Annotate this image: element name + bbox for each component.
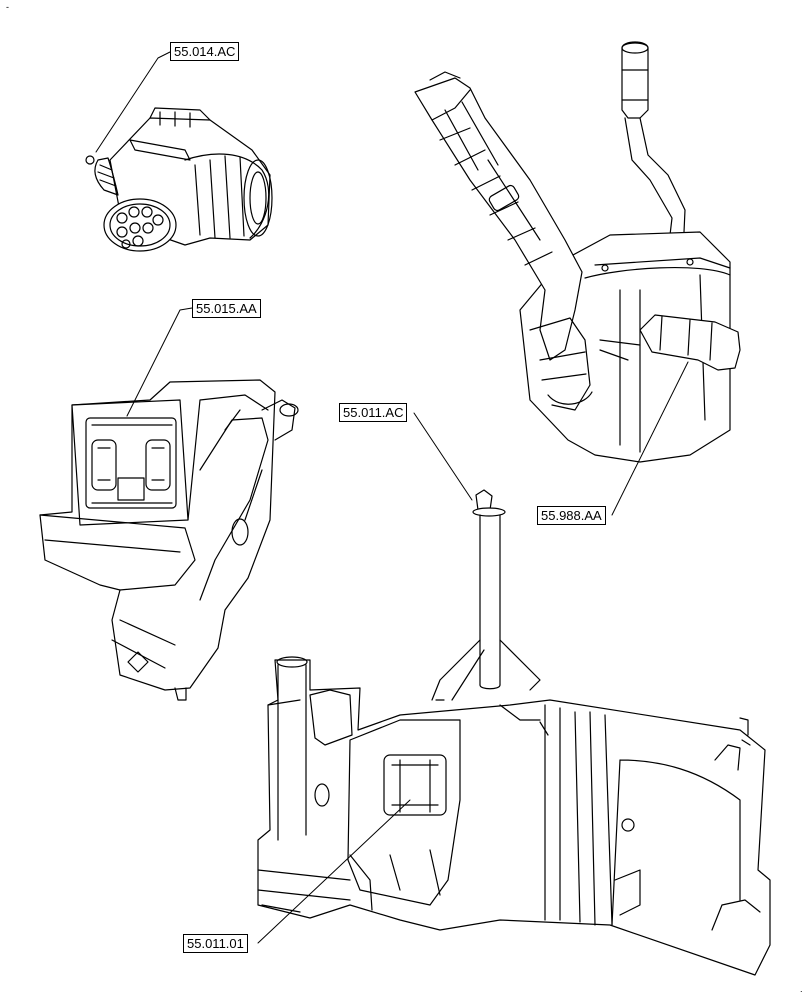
callout-55-011-01[interactable]: 55.011.01 — [183, 934, 248, 953]
leader-lines — [95, 51, 689, 944]
callout-55-011-ac[interactable]: 55.011.AC — [339, 403, 408, 422]
air-filter-assembly — [85, 107, 273, 252]
fuel-tank — [257, 656, 771, 976]
callout-55-988-aa[interactable]: 55.988.AA — [537, 506, 606, 525]
corner-mark-bottom-right: . — [800, 984, 803, 994]
ecu-battery-assembly — [39, 379, 299, 701]
callout-55-015-aa[interactable]: 55.015.AA — [192, 299, 261, 318]
exhaust-aftertreatment-assembly — [414, 41, 741, 463]
corner-mark-top-left: - — [6, 2, 9, 12]
callout-55-014-ac[interactable]: 55.014.AC — [170, 42, 240, 61]
fuel-level-sender — [431, 489, 541, 701]
